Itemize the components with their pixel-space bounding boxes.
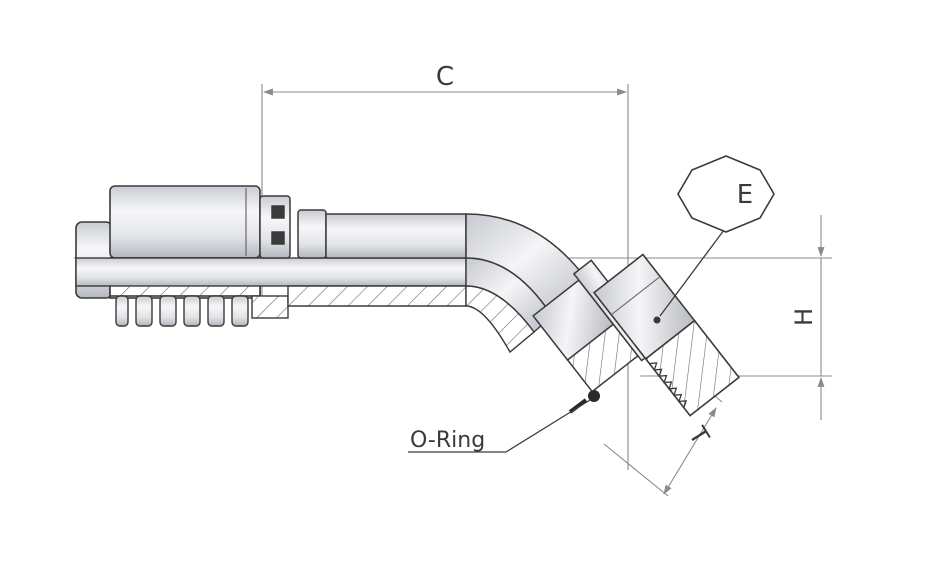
locking-collar (259, 195, 327, 259)
nipple-bore (75, 257, 467, 287)
callout-e-leader (659, 225, 728, 317)
label-e: E (737, 180, 753, 210)
dimension-t-ext-1 (603, 443, 669, 497)
label-t: T (682, 421, 714, 449)
tube-bend-hatch (465, 285, 535, 354)
crimp-tooth (159, 295, 177, 327)
crimp-tooth (115, 295, 129, 327)
nut-face-dot (653, 316, 661, 324)
tube-section-hatch (287, 285, 467, 307)
nut-section (644, 319, 741, 417)
crimp-tooth (135, 295, 153, 327)
crimp-tooth (231, 295, 249, 327)
crimp-teeth (115, 295, 289, 327)
tube-straight (325, 213, 467, 259)
swivel-nut (592, 253, 741, 417)
hex-callout (677, 155, 775, 233)
socket-end-collar (251, 295, 289, 319)
o-ring-callout (408, 399, 591, 453)
nut-threads (649, 362, 688, 408)
socket-body (109, 185, 261, 259)
o-ring (568, 390, 600, 414)
crimp-tooth (183, 295, 201, 327)
o-ring-leader (505, 399, 591, 453)
dimension-t-line (663, 407, 717, 495)
callout-e (659, 155, 775, 317)
label-c: C (436, 62, 454, 92)
label-o-ring: O-Ring (410, 428, 485, 453)
crimp-tooth (207, 295, 225, 327)
label-h: H (790, 308, 818, 326)
